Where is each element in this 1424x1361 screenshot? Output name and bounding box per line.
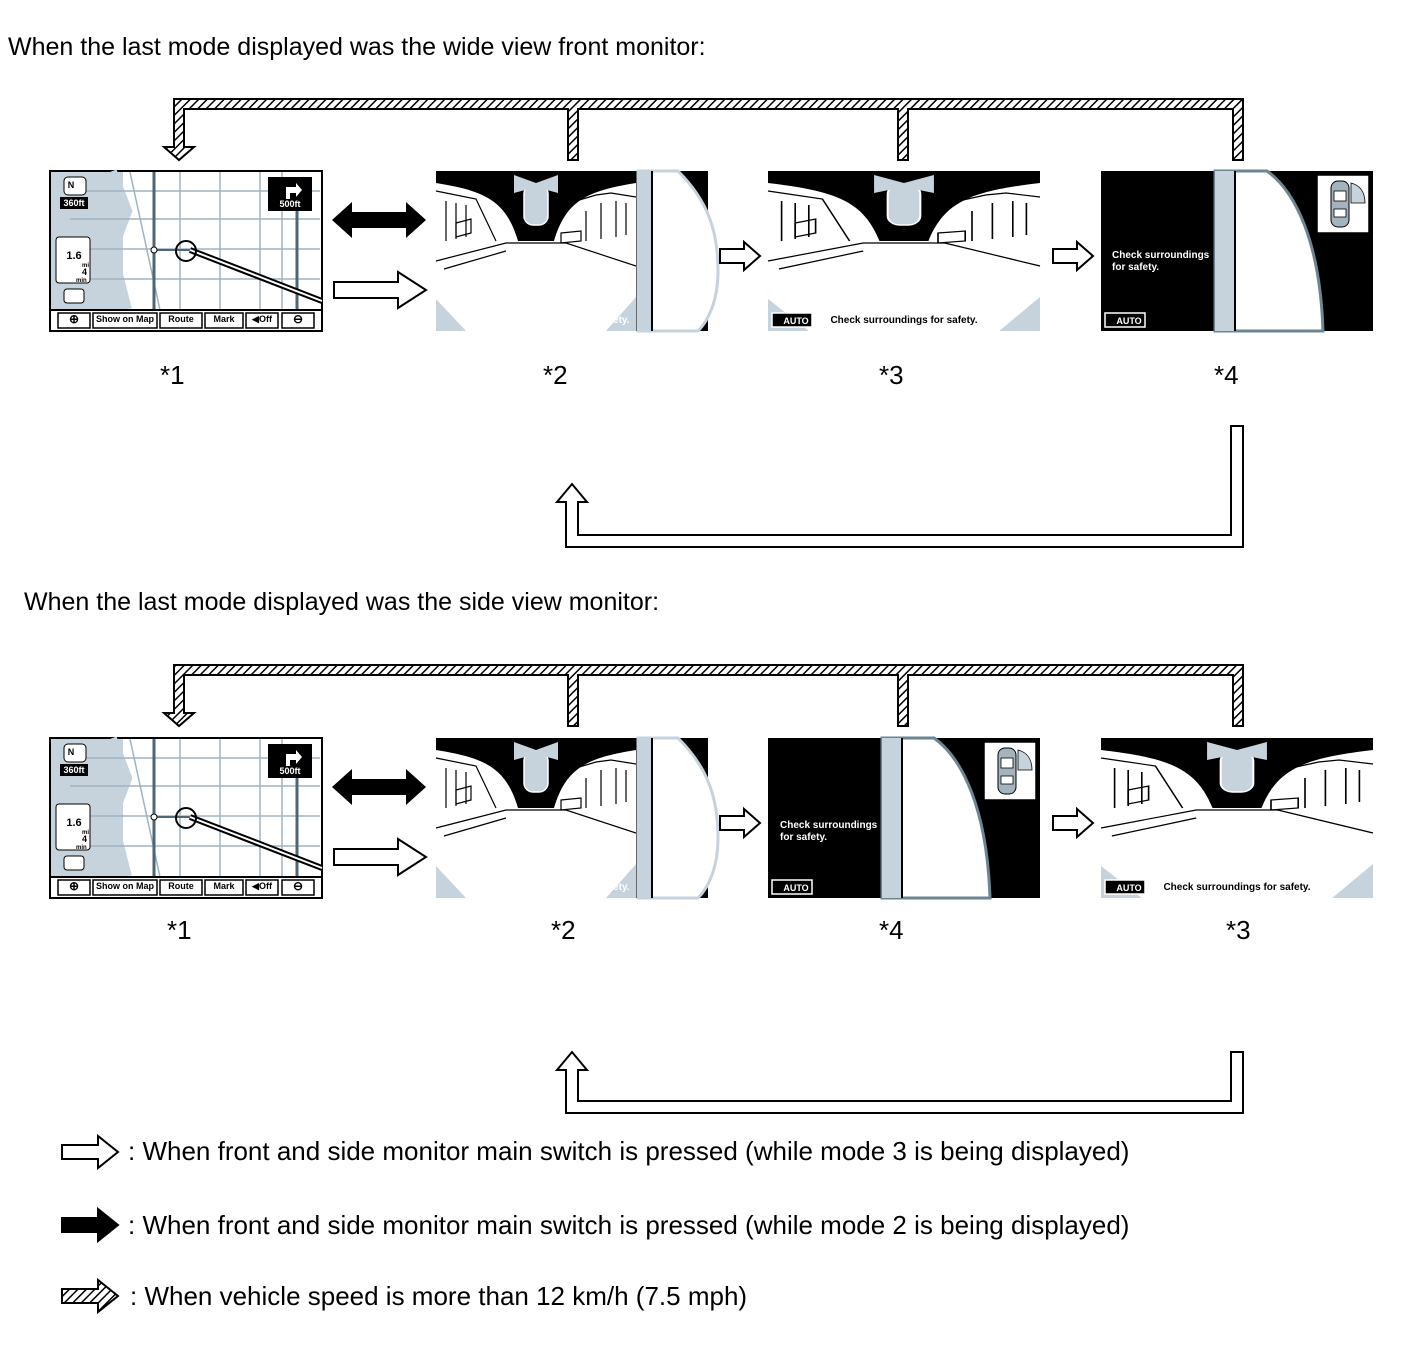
nav-btn-route-row2[interactable]: Route (168, 881, 194, 891)
check-text-line2-screen4-row1: for safety. (1112, 262, 1159, 273)
black-double-arrow-row2 (332, 769, 426, 805)
check-text-screen2-row1: Check surroundings for safety. (482, 315, 629, 326)
white-arrow-nav-to-2-row1 (333, 270, 428, 310)
heading-side-view: When the last mode displayed was the sid… (24, 588, 660, 616)
nav-north-row2: N (68, 747, 75, 757)
nav-trip-value2-row2: 4 (82, 834, 87, 844)
nav-scale-row2: 360ft (63, 765, 84, 775)
side-view-screen-row2 (768, 736, 1040, 900)
nav-trip-unit2-row1: min (76, 278, 87, 284)
nav-btn-show-on-map-row1[interactable]: Show on Map (96, 314, 154, 324)
check-text-screen2-row2: Check surroundings for safety. (482, 882, 629, 893)
auto-text-screen3-row2: AUTO (1116, 883, 1141, 893)
nav-btn-zoom-out-row1[interactable]: ⊖ (293, 312, 303, 326)
check-text-line1-screen4-row1: Check surroundings (1112, 250, 1210, 261)
nav-btn-mark-row1[interactable]: Mark (213, 314, 235, 324)
nav-btn-zoom-in-row2[interactable]: ⊕ (69, 879, 79, 893)
hatched-speed-route-row2 (161, 664, 1244, 728)
nav-btn-zoom-out-row2[interactable]: ⊖ (293, 879, 303, 893)
nav-trip-unit-row2: mi (82, 830, 89, 836)
auto-text-screen4-row1: AUTO (1116, 316, 1141, 326)
legend-white-arrow-text: : When front and side monitor main switc… (128, 1136, 1130, 1166)
nav-north-row1: N (68, 180, 75, 190)
mode-label-row2-2: *2 (551, 915, 576, 945)
check-text-line2-screen4-row2: for safety. (780, 832, 827, 843)
white-arrow-nav-to-2-row2 (333, 837, 428, 877)
white-arrow-2-to-4-row2 (719, 808, 761, 838)
wide-view-screen-row1 (435, 169, 720, 333)
wide-view-screen-row2 (435, 736, 720, 900)
white-arrow-3-to-4-row1 (1052, 241, 1094, 271)
auto-text-screen3-row1: AUTO (783, 316, 808, 326)
return-loop-row1 (554, 425, 1244, 548)
mode-label-row1-1: *1 (160, 360, 185, 390)
nav-trip-unit2-row2: min (76, 845, 87, 851)
check-text-screen3-row1: Check surroundings for safety. (830, 315, 977, 326)
mode-label-row1-4: *4 (1214, 360, 1239, 390)
nav-trip-unit-row1: mi (82, 263, 89, 269)
black-double-arrow-row1 (332, 202, 426, 238)
legend-hatched-arrow-text: : When vehicle speed is more than 12 km/… (130, 1281, 748, 1311)
mode-label-row1-2: *2 (543, 360, 568, 390)
white-arrow-4-to-3-row2 (1052, 808, 1094, 838)
nav-btn-off-row1[interactable]: ◀Off (251, 314, 273, 324)
nav-trip-value-row1: 1.6 (66, 250, 81, 262)
side-view-screen-row1 (1101, 169, 1373, 333)
heading-wide-view: When the last mode displayed was the wid… (8, 33, 706, 61)
legend-black-arrow-text: : When front and side monitor main switc… (128, 1210, 1130, 1240)
nav-btn-zoom-in-row1[interactable]: ⊕ (69, 312, 79, 326)
legend-black-arrow-icon (61, 1206, 120, 1244)
check-text-screen3-row2: Check surroundings for safety. (1163, 882, 1310, 893)
nav-map-screen-row1 (50, 171, 322, 331)
nav-distance-row2: 500ft (279, 766, 300, 776)
nav-scale-row1: 360ft (63, 198, 84, 208)
nav-btn-mark-row2[interactable]: Mark (213, 881, 235, 891)
mode-label-row2-3: *4 (879, 915, 904, 945)
nav-btn-route-row1[interactable]: Route (168, 314, 194, 324)
white-arrow-2-to-3-row1 (719, 241, 761, 271)
mode-label-row1-3: *3 (879, 360, 904, 390)
nav-trip-value2-row1: 4 (82, 267, 87, 277)
legend-white-arrow-icon (61, 1133, 120, 1171)
auto-text-screen4-row2: AUTO (783, 883, 808, 893)
nav-distance-row1: 500ft (279, 199, 300, 209)
front-view-screen-row2 (1099, 736, 1375, 900)
nav-trip-value-row2: 1.6 (66, 817, 81, 829)
nav-map-screen-row2 (50, 738, 322, 898)
check-text-line1-screen4-row2: Check surroundings (780, 820, 878, 831)
legend-hatched-arrow-icon (61, 1277, 120, 1315)
return-loop-row2 (554, 1050, 1244, 1114)
mode-label-row2-1: *1 (167, 915, 192, 945)
hatched-speed-route-row1 (161, 98, 1244, 162)
nav-btn-off-row2[interactable]: ◀Off (251, 881, 273, 891)
nav-btn-show-on-map-row2[interactable]: Show on Map (96, 881, 154, 891)
mode-label-row2-4: *3 (1226, 915, 1251, 945)
front-view-screen-row1 (766, 169, 1042, 333)
